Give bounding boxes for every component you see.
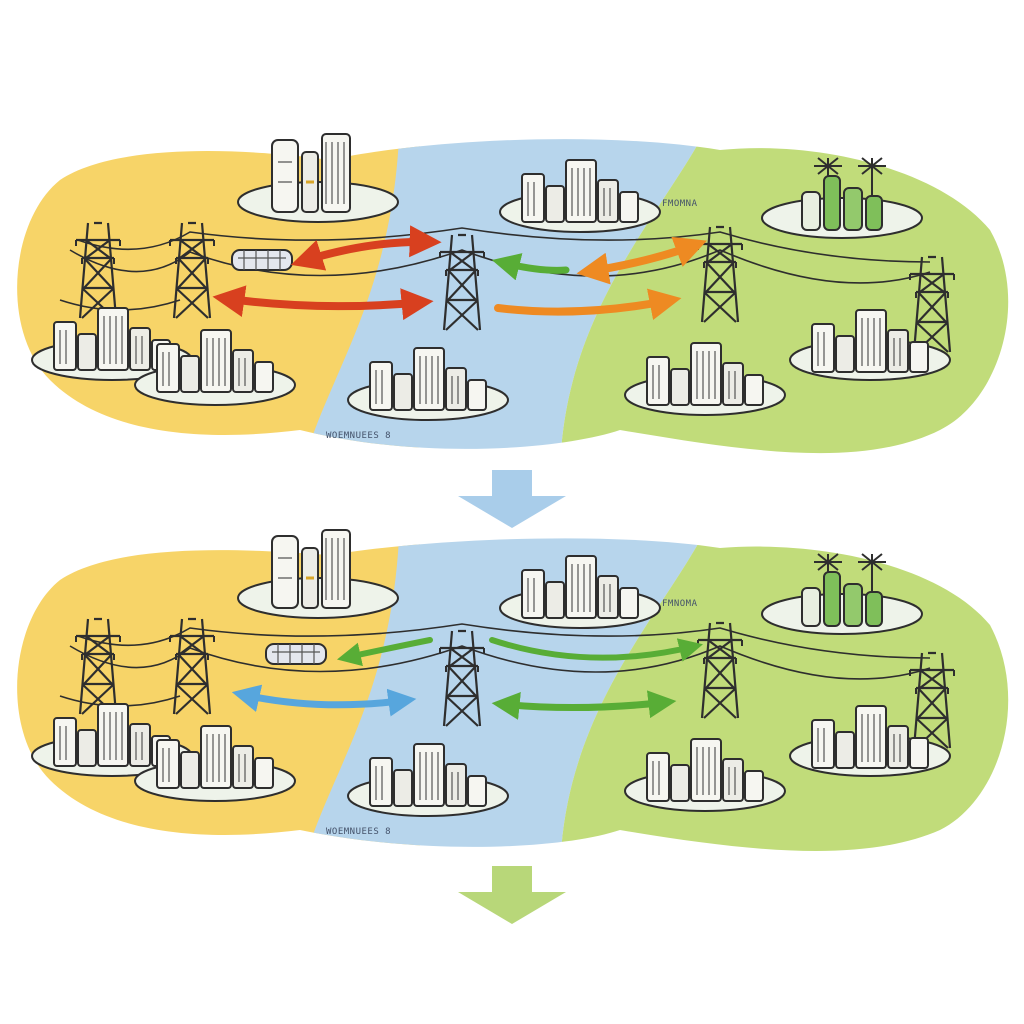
illegible-label-top-right: FMOMNA [662, 199, 698, 209]
flow-before-5 [494, 288, 682, 321]
flow-before-1 [290, 225, 442, 271]
flow-after-4 [491, 690, 677, 720]
station-left [231, 249, 293, 271]
flow-before-4 [576, 236, 707, 285]
panel-before-regions [17, 139, 1009, 454]
illegible-label-bottom-mid: WOEMNUEES 8 [326, 827, 391, 837]
illegible-label-bottom-right: FMNOMA [662, 599, 698, 609]
silos-top-left [270, 528, 352, 610]
flow-before-2 [212, 285, 434, 321]
silos-top-left [270, 132, 352, 214]
panel-after-regions [17, 538, 1009, 851]
flow-after-3 [489, 637, 703, 662]
flow-before-3 [491, 253, 570, 281]
station-left [265, 643, 327, 665]
panel-before: WOEMNUEES 8 FMOMNA [17, 132, 1009, 454]
flows-before [212, 225, 707, 321]
flows-after [231, 637, 703, 720]
panel-after: WOEMNUEES 8 FMNOMA [17, 528, 1009, 851]
illegible-label-top-mid: WOEMNUEES 8 [326, 431, 391, 441]
flow-after-2 [231, 684, 417, 717]
island-top-right [761, 197, 923, 239]
flow-after-1 [336, 637, 433, 667]
step-arrow-1 [458, 470, 566, 528]
island-top-right [761, 593, 923, 635]
step-arrow-2 [458, 866, 566, 924]
